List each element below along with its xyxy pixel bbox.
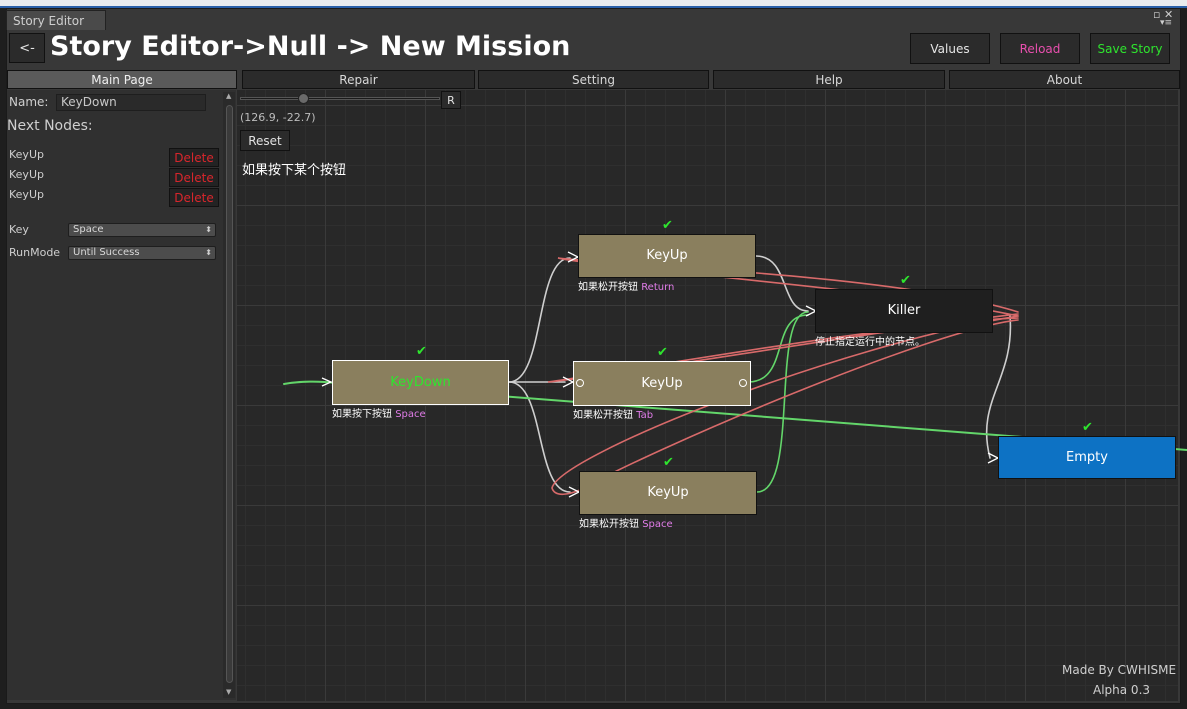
zoom-reset-button[interactable]: R: [441, 91, 461, 109]
canvas-coordinates: (126.9, -22.7): [240, 111, 316, 124]
reset-button[interactable]: Reset: [240, 130, 290, 151]
status-check-icon: ✔: [662, 218, 673, 233]
tab-help[interactable]: Help: [713, 70, 945, 89]
window-tab-title: Story Editor: [13, 14, 85, 28]
page-title: Story Editor->Null -> New Mission: [50, 31, 571, 62]
runmode-dropdown-value: Until Success: [73, 247, 140, 258]
loop-red-tab: [547, 313, 1019, 383]
node-keyup-return[interactable]: KeyUp: [578, 234, 756, 278]
node-caption: 停止指定运行中的节点。: [815, 337, 925, 348]
zoom-slider-track[interactable]: [240, 97, 440, 100]
link-killer-empty: [985, 315, 1012, 459]
status-check-icon: ✔: [1082, 420, 1093, 435]
tab-about[interactable]: About: [949, 70, 1180, 89]
delete-button[interactable]: Delete: [169, 148, 219, 167]
node-keyup-tab[interactable]: KeyUp: [573, 361, 751, 406]
link-keydown-keyup-return: [508, 257, 571, 383]
top-strip: [0, 0, 1187, 8]
status-check-icon: ✔: [416, 344, 427, 359]
runmode-label: RunMode: [9, 246, 61, 259]
status-check-icon: ✔: [657, 345, 668, 360]
window-menu-icon[interactable]: ▾≡: [1160, 18, 1173, 28]
node-label: KeyUp: [647, 485, 689, 500]
node-label: KeyUp: [646, 248, 688, 263]
runmode-dropdown[interactable]: Until Success ⬍: [68, 246, 216, 260]
node-description: 如果按下某个按钮: [242, 163, 347, 178]
arrow-keydown: [321, 377, 333, 387]
next-node-name: KeyUp: [9, 168, 44, 181]
dropdown-arrow-icon: ⬍: [205, 248, 212, 257]
scroll-up-icon[interactable]: ▲: [226, 92, 232, 100]
loop-red-space: [551, 315, 1019, 496]
node-empty[interactable]: Empty: [998, 436, 1176, 479]
key-label: Key: [9, 223, 29, 236]
next-node-name: KeyUp: [9, 188, 44, 201]
node-caption: 如果松开按钮 Space: [579, 519, 673, 530]
next-nodes-heading: Next Nodes:: [7, 118, 93, 134]
input-port-icon[interactable]: [576, 379, 584, 387]
node-label: KeyUp: [641, 376, 683, 391]
key-dropdown[interactable]: Space ⬍: [68, 223, 216, 237]
tab-setting[interactable]: Setting: [478, 70, 709, 89]
link-keyup-space-killer: [756, 311, 809, 493]
status-check-icon: ✔: [900, 273, 911, 288]
name-field[interactable]: KeyDown: [56, 94, 206, 111]
version-label: Alpha 0.3: [1093, 683, 1151, 697]
link-keydown-keyup-space: [508, 381, 571, 493]
status-check-icon: ✔: [663, 455, 674, 470]
name-label: Name:: [9, 95, 49, 109]
next-node-name: KeyUp: [9, 148, 44, 161]
reload-button[interactable]: Reload: [1000, 33, 1080, 64]
node-label: Empty: [1066, 450, 1108, 465]
scroll-down-icon[interactable]: ▼: [226, 688, 232, 696]
node-label: Killer: [887, 303, 921, 318]
node-label: KeyDown: [390, 375, 451, 390]
delete-button[interactable]: Delete: [169, 188, 219, 207]
node-killer[interactable]: Killer: [815, 289, 993, 333]
window-controls[interactable]: ▫ ✕: [1153, 8, 1174, 21]
values-button[interactable]: Values: [910, 33, 990, 64]
node-caption: 如果松开按钮 Tab: [573, 410, 654, 421]
node-caption: 如果松开按钮 Return: [578, 282, 675, 293]
window-tab[interactable]: Story Editor: [6, 10, 106, 30]
output-port-icon[interactable]: [739, 379, 747, 387]
tab-main-page[interactable]: Main Page: [7, 70, 237, 89]
sidebar-scrollbar-thumb[interactable]: [226, 105, 233, 683]
node-keyup-space[interactable]: KeyUp: [579, 471, 757, 515]
node-keydown[interactable]: KeyDown: [332, 360, 509, 405]
tab-repair[interactable]: Repair: [242, 70, 475, 89]
dropdown-arrow-icon: ⬍: [205, 225, 212, 234]
back-button[interactable]: <-: [9, 33, 45, 63]
made-by-credit: Made By CWHISME: [1062, 663, 1177, 677]
save-story-button[interactable]: Save Story: [1090, 33, 1170, 64]
key-dropdown-value: Space: [73, 224, 104, 235]
zoom-slider-handle[interactable]: [298, 93, 309, 104]
delete-button[interactable]: Delete: [169, 168, 219, 187]
node-caption: 如果按下按钮 Space: [332, 409, 426, 420]
